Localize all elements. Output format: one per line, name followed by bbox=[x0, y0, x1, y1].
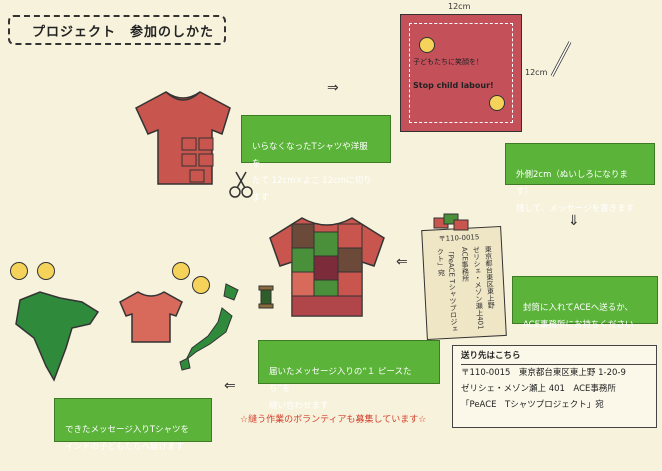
title-text: プロジェクト 参加のしかた bbox=[32, 24, 215, 40]
step-sew-text: 届いたメッセージ入りの“１ ピースたち”を 縫い合わせます bbox=[269, 367, 412, 411]
cut-patches bbox=[181, 137, 214, 183]
address-line-2: ゼリシェ・メゾン瀬上 401 ACE事務所 bbox=[461, 384, 616, 394]
arrow-left-icon: ⇐ bbox=[396, 254, 408, 270]
patch-height-label: 12cm bbox=[525, 68, 548, 77]
smile-icon bbox=[489, 95, 505, 111]
address-line-3: 「PeACE Tシャツプロジェクト」宛 bbox=[461, 400, 604, 410]
step-deliver-box: できたメッセージ入りTシャツを インドの子どもたちへ届けます bbox=[54, 398, 212, 452]
smile-icon bbox=[10, 262, 28, 280]
arrow-down-icon: ⇓ bbox=[568, 213, 580, 229]
address-box: 送り先はこちら 〒110-0015 東京都台東区東上野 1-20-9 ゼリシェ・… bbox=[452, 345, 657, 428]
envelope-address-3: ACE事務所 bbox=[460, 246, 470, 283]
step-deliver-text: できたメッセージ入りTシャツを インドの子どもたちへ届けます bbox=[65, 425, 190, 452]
india-map bbox=[15, 291, 100, 382]
envelope-address-1: 東京都台東区東上野 bbox=[484, 245, 496, 309]
volunteer-notice: ☆縫う作業のボランティアも募集しています☆ bbox=[240, 415, 427, 425]
step-message-box: 外側2cm（ぬいしろになります） 残して、メッセージを書きます bbox=[505, 143, 655, 214]
smile-icon bbox=[172, 262, 190, 280]
step-message-text: 外側2cm（ぬいしろになります） 残して、メッセージを書きます bbox=[516, 170, 635, 214]
step-send-box: 封筒に入れてACEへ送るか、 ACE事務所にお持ちください bbox=[512, 276, 658, 330]
address-line-1: 〒110-0015 東京都台東区東上野 1-20-9 bbox=[461, 368, 626, 378]
patchwork-shirt bbox=[269, 217, 385, 317]
smile-icon bbox=[37, 262, 55, 280]
scissors-icon bbox=[229, 171, 253, 198]
patch-message-jp: 子どもたちに笑顔を！ bbox=[413, 58, 483, 66]
envelope: 〒110-0015 東京都台東区東上野 ゼリシェ・メゾン瀬上401 ACE事務所… bbox=[421, 225, 507, 341]
page-title: プロジェクト 参加のしかた bbox=[8, 15, 226, 45]
step-send-text: 封筒に入れてACEへ送るか、 ACE事務所にお持ちください bbox=[523, 303, 634, 330]
thread-spool-icon bbox=[258, 285, 274, 309]
patch-message-en: Stop child labour! bbox=[413, 81, 494, 90]
step-cut-box: いらなくなったTシャツや洋服を、 たて 12cm×よこ 12cmに切ります bbox=[241, 115, 391, 203]
small-shirt bbox=[119, 291, 183, 343]
envelope-address-4: 「PeACE Tシャツプロジェクト」宛 bbox=[436, 247, 459, 333]
arrow-left-icon: ⇐ bbox=[224, 378, 236, 394]
step-cut-text: いらなくなったTシャツや洋服を、 たて 12cm×よこ 12cmに切ります bbox=[252, 142, 372, 203]
arrow-right-icon: ⇒ bbox=[327, 80, 339, 96]
address-heading: 送り先はこちら bbox=[461, 348, 656, 365]
smile-icon bbox=[192, 276, 210, 294]
message-patch: 子どもたちに笑顔を！ Stop child labour! bbox=[400, 14, 522, 132]
japan-map bbox=[179, 283, 239, 371]
envelope-patches bbox=[433, 213, 469, 231]
smile-icon bbox=[419, 37, 435, 53]
patch-width-label: 12cm bbox=[448, 2, 471, 11]
pen-icon bbox=[550, 41, 572, 77]
step-sew-box: 届いたメッセージ入りの“１ ピースたち”を 縫い合わせます bbox=[258, 340, 440, 411]
